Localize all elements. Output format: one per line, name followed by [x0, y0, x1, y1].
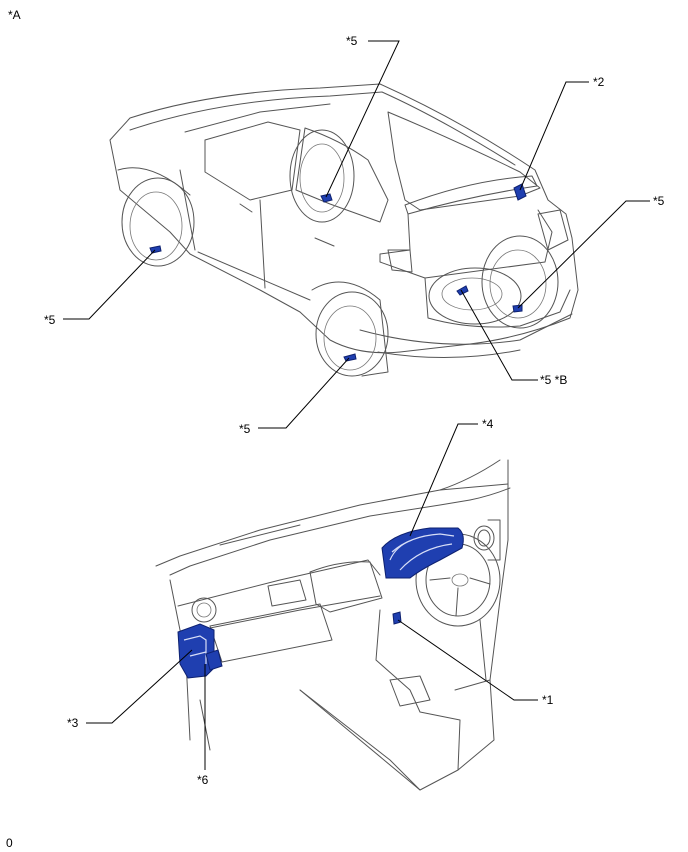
tire-pressure-sensor-rear-left [343, 353, 357, 362]
leader-c5-right [517, 200, 650, 309]
leader-c5-top [325, 40, 400, 198]
callout-5-left: *5 [44, 313, 56, 327]
vehicle-illustration [109, 83, 579, 377]
callout-3: *3 [67, 716, 79, 730]
leader-c3 [86, 649, 193, 724]
leader-c1 [397, 619, 538, 701]
callout-5-top: *5 [346, 34, 358, 48]
figure-code: 0 [6, 836, 13, 850]
leader-c2 [519, 81, 589, 191]
tpms-ecu-receiver [177, 623, 215, 679]
callout-1: *1 [542, 693, 554, 707]
view-tag-a: *A [8, 8, 21, 22]
leader-c5b [460, 289, 538, 381]
dashboard-illustration [155, 459, 511, 791]
initialization-switch [205, 649, 223, 671]
callout-5-right: *5 [653, 194, 665, 208]
combination-meter [381, 527, 464, 579]
leader-c5-left [63, 249, 156, 320]
tire-pressure-sensor-front-left [149, 245, 162, 254]
callout-2: *2 [593, 75, 605, 89]
dlc3-connector [392, 611, 402, 625]
callout-5b: *5 *B [540, 373, 567, 387]
callout-6: *6 [197, 773, 209, 787]
tire-pressure-sensor-spare [456, 285, 469, 296]
rear-receiver-unit [513, 183, 527, 201]
leader-c5-bottom [258, 357, 350, 429]
callout-4: *4 [482, 417, 494, 431]
leader-c4 [409, 423, 478, 537]
callout-5-bottom: *5 [239, 422, 251, 436]
